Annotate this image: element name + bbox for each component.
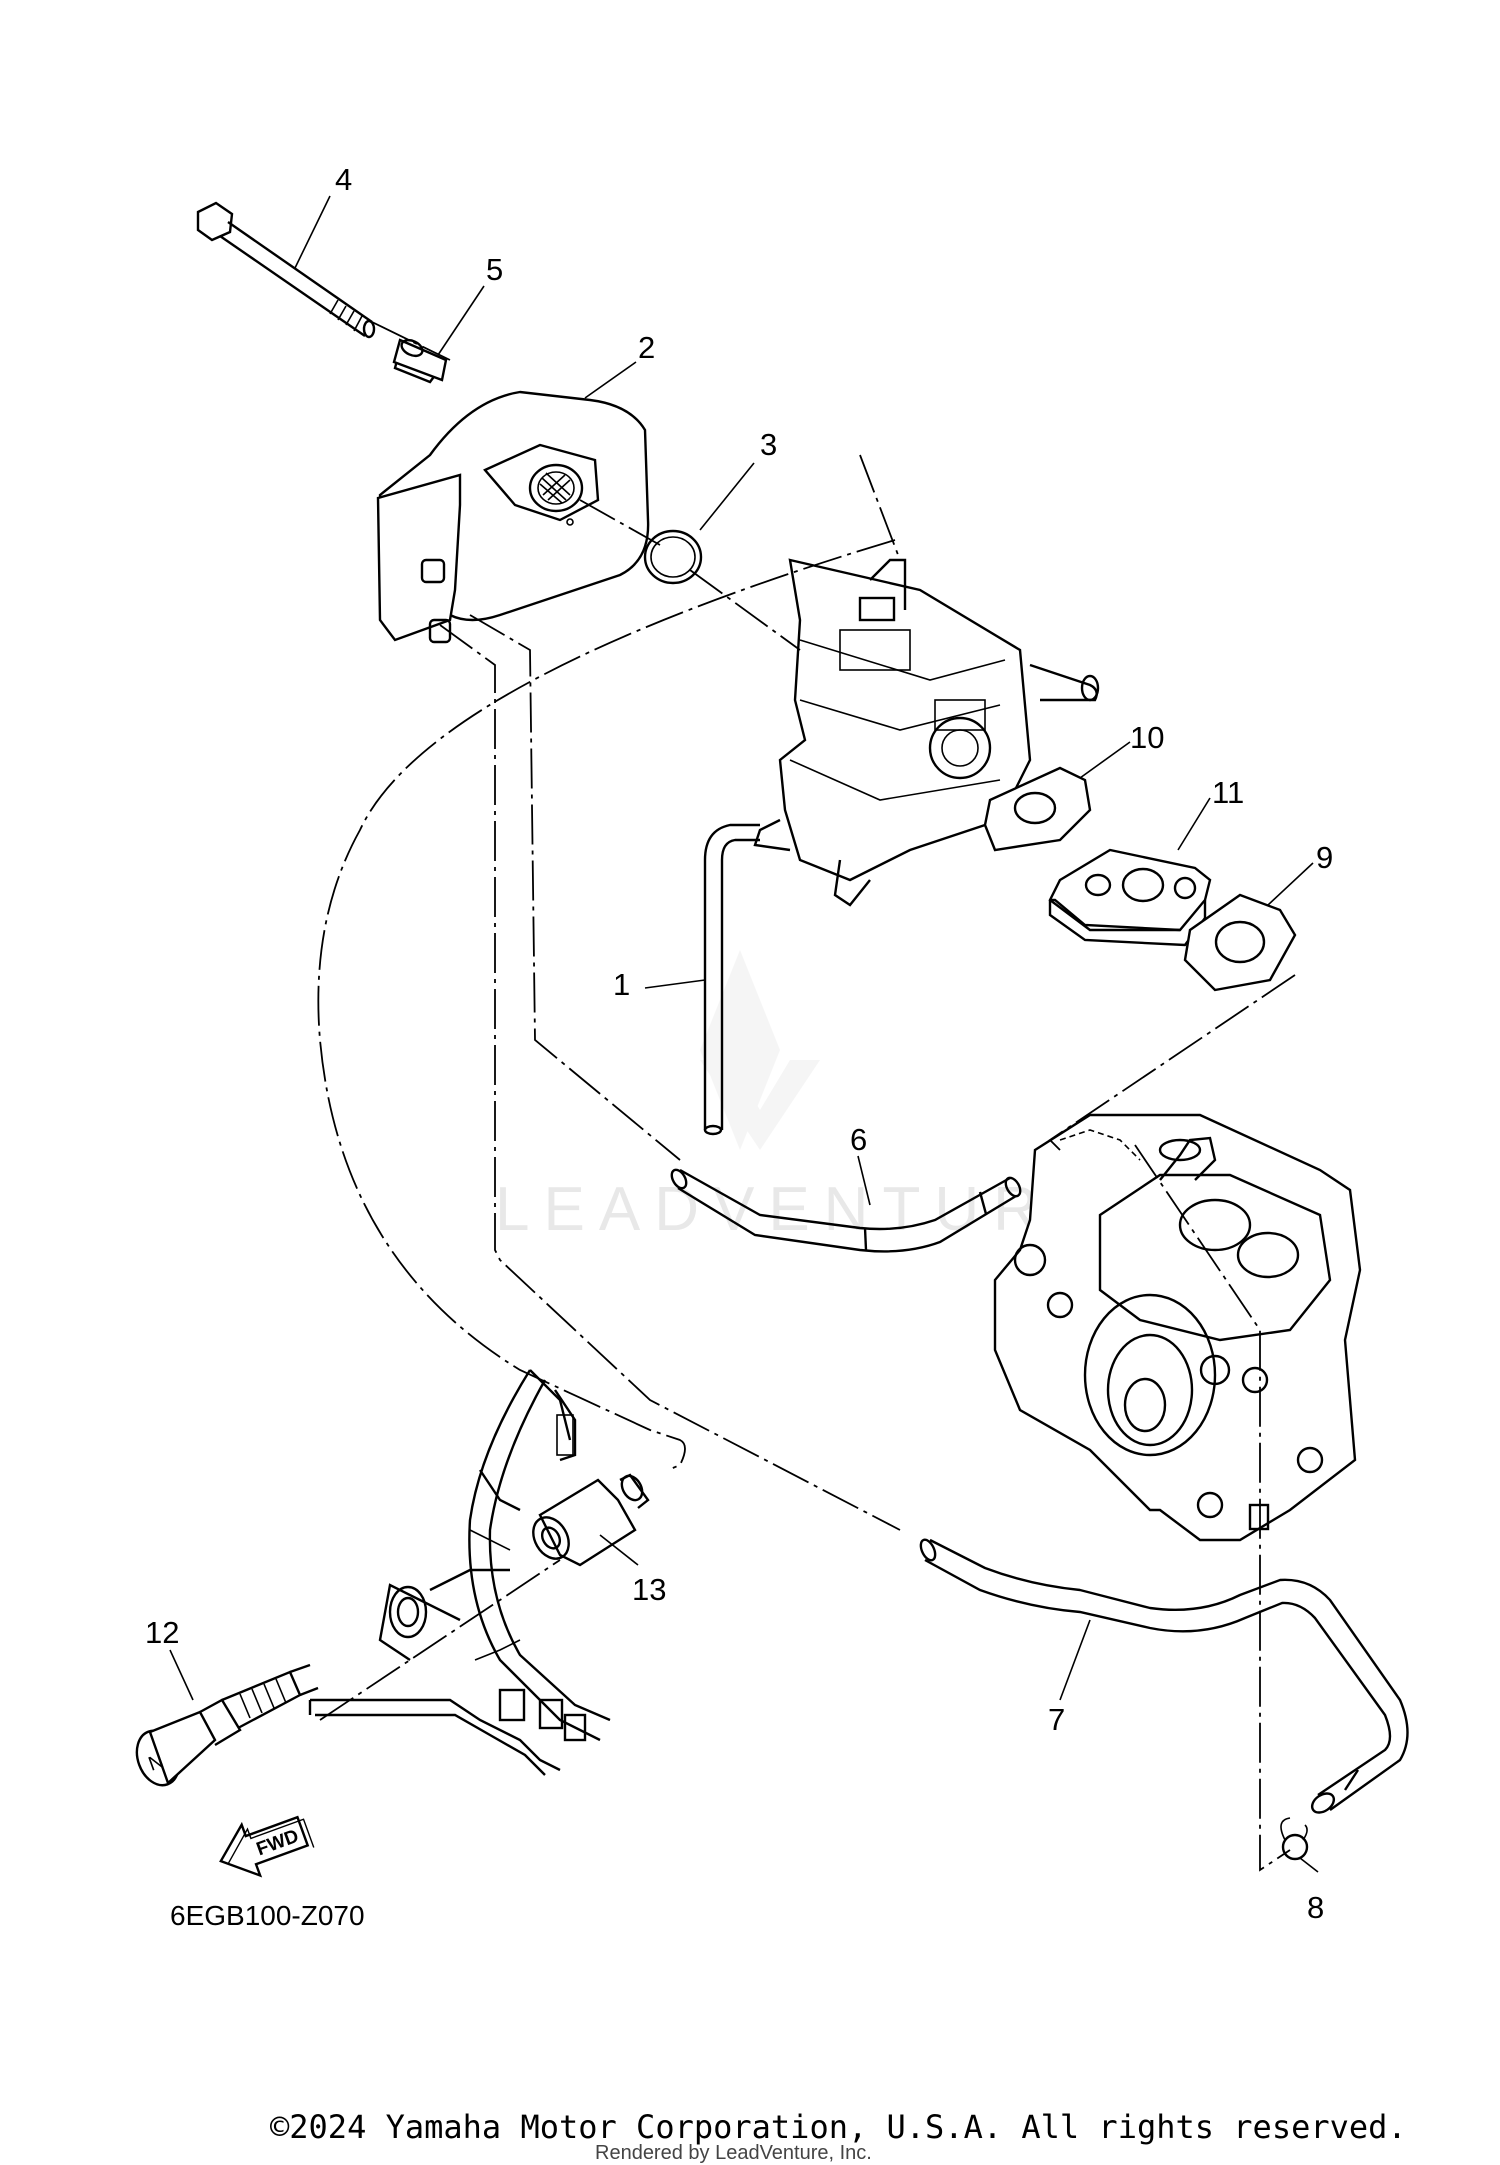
label-part-11: 11 bbox=[1212, 775, 1244, 810]
part-13-grommet[interactable] bbox=[526, 1472, 650, 1567]
leader-lines bbox=[169, 195, 1319, 1873]
part-5-collar[interactable] bbox=[392, 337, 448, 384]
label-part-2: 2 bbox=[638, 330, 655, 365]
part-6-hose[interactable] bbox=[669, 1167, 1023, 1253]
part-8-clip[interactable] bbox=[1280, 1817, 1309, 1861]
label-part-10: 10 bbox=[1130, 720, 1164, 755]
carburetor-assembly[interactable] bbox=[753, 558, 1100, 907]
part-3-o-ring[interactable] bbox=[643, 529, 703, 585]
copyright-notice: ©2024 Yamaha Motor Corporation, U.S.A. A… bbox=[270, 2108, 1407, 2146]
label-part-12: 12 bbox=[145, 1615, 179, 1650]
part-2-silencer[interactable] bbox=[376, 390, 650, 644]
label-part-4: 4 bbox=[335, 162, 352, 197]
label-part-1: 1 bbox=[613, 967, 630, 1002]
rendered-by-notice: Rendered by LeadVenture, Inc. bbox=[595, 2142, 872, 2164]
bottom-cowling bbox=[308, 1369, 611, 1776]
watermark-logo bbox=[700, 950, 820, 1150]
label-part-13: 13 bbox=[632, 1572, 666, 1607]
label-part-3: 3 bbox=[760, 427, 777, 462]
assembly-guide-lines bbox=[317, 321, 1296, 1872]
label-part-8: 8 bbox=[1307, 1890, 1324, 1925]
part-11-spacer[interactable] bbox=[1048, 848, 1212, 947]
part-10-gasket[interactable] bbox=[983, 766, 1092, 852]
label-part-7: 7 bbox=[1048, 1702, 1065, 1737]
part-9-gasket[interactable] bbox=[1183, 893, 1297, 992]
svg-text:N: N bbox=[146, 1750, 167, 1776]
part-1-hose[interactable] bbox=[703, 823, 760, 1136]
engine-block[interactable] bbox=[993, 1113, 1362, 1542]
watermark-text: LEADVENTURE bbox=[495, 1175, 1107, 1244]
fwd-direction-badge: FWD bbox=[219, 1815, 315, 1878]
part-4-bolt[interactable] bbox=[196, 201, 376, 339]
label-part-9: 9 bbox=[1316, 840, 1333, 875]
label-part-5: 5 bbox=[486, 252, 503, 287]
part-labels: 4 5 2 3 10 11 9 1 6 7 8 12 13 bbox=[145, 162, 1333, 1925]
label-part-6: 6 bbox=[850, 1122, 867, 1157]
diagram-code: 6EGB100-Z070 bbox=[170, 1900, 365, 1931]
part-12-choke-knob[interactable]: N bbox=[130, 1663, 319, 1791]
part-7-hose[interactable] bbox=[918, 1537, 1409, 1816]
